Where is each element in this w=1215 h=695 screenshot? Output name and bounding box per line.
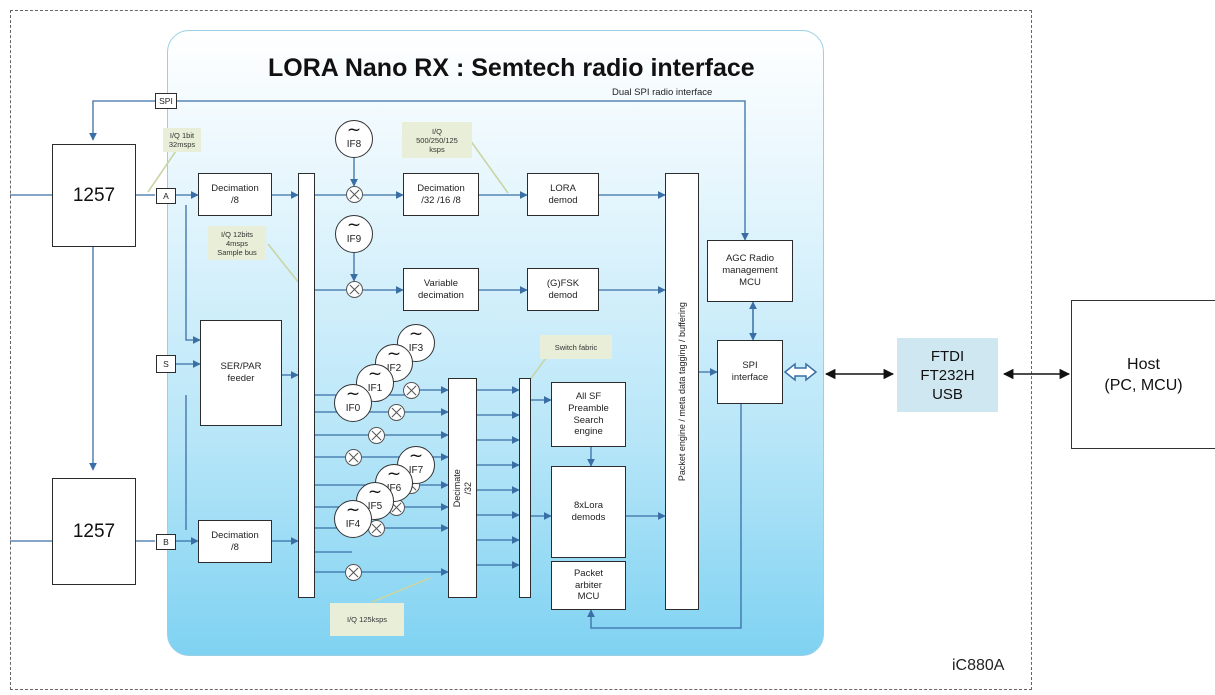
radio-1257-top: 1257 xyxy=(52,144,136,247)
note-iq-12bits: I/Q 12bits 4msps Sample bus xyxy=(208,226,266,260)
board-frame xyxy=(10,10,1032,690)
mixer-if0 xyxy=(345,449,362,466)
variable-decimation-block: Variable decimation xyxy=(403,268,479,311)
switch-fabric-bar xyxy=(519,378,531,598)
oscillator-if2: ~ IF2 xyxy=(375,344,413,382)
packet-engine-block: Packet engine / meta data tagging / buff… xyxy=(665,173,699,610)
port-a-tag: A xyxy=(156,188,176,204)
mixer-if3 xyxy=(403,382,420,399)
ftdi-title: FTDI xyxy=(930,347,965,365)
oscillator-if9: ~ IF9 xyxy=(335,215,373,253)
decimation-b-block: Decimation /8 xyxy=(198,520,272,563)
ftdi-usb: USB xyxy=(932,385,963,403)
sine-wave-icon: ~ xyxy=(408,324,424,344)
sine-wave-icon: ~ xyxy=(367,482,383,502)
decimation-32-16-8-block: Decimation /32 /16 /8 xyxy=(403,173,479,216)
page-title: LORA Nano RX : Semtech radio interface xyxy=(268,54,755,82)
gfsk-demod-block: (G)FSK demod xyxy=(527,268,599,311)
decimation-a-block: Decimation /8 xyxy=(198,173,272,216)
sine-wave-icon: ~ xyxy=(386,344,402,364)
mixer-if4 xyxy=(345,564,362,581)
oscillator-label: IF7 xyxy=(408,465,424,476)
oscillator-label: IF6 xyxy=(386,483,402,494)
note-switch-fabric: Switch fabric xyxy=(540,335,612,359)
oscillator-label: IF2 xyxy=(386,363,402,374)
lora-demod-block: LORA demod xyxy=(527,173,599,216)
port-s-tag: S xyxy=(156,355,176,373)
ser-par-feeder-block: SER/PAR feeder xyxy=(200,320,282,426)
ftdi-chip: FT232H xyxy=(920,366,975,384)
host-block: Host (PC, MCU) xyxy=(1071,300,1215,449)
sine-wave-icon: ~ xyxy=(346,215,362,235)
packet-arbiter-block: Packet arbiter MCU xyxy=(551,561,626,610)
oscillator-label: IF8 xyxy=(346,139,362,150)
note-iq-1bit: I/Q 1bit 32msps xyxy=(163,128,201,152)
ftdi-block: FTDI FT232H USB xyxy=(897,338,998,412)
mixer-if8 xyxy=(346,186,363,203)
host-title: Host xyxy=(1127,355,1160,373)
sine-wave-icon: ~ xyxy=(345,384,361,404)
oscillator-label: IF5 xyxy=(367,501,383,512)
sample-bus xyxy=(298,173,315,598)
agc-mcu-block: AGC Radio management MCU xyxy=(707,240,793,302)
oscillator-if4: ~ IF4 xyxy=(334,500,372,538)
oscillator-if8: ~ IF8 xyxy=(335,120,373,158)
spi-interface-block: SPI interface xyxy=(717,340,783,404)
note-iq-125ksps: I/Q 125ksps xyxy=(330,603,404,636)
lora-demods-block: 8xLora demods xyxy=(551,466,626,558)
oscillator-if0: ~ IF0 xyxy=(334,384,372,422)
packet-engine-label: Packet engine / meta data tagging / buff… xyxy=(676,302,687,481)
spi-port-tag: SPI xyxy=(155,93,177,109)
oscillator-label: IF4 xyxy=(345,519,361,530)
oscillator-label: IF3 xyxy=(408,343,424,354)
mixer-if9 xyxy=(346,281,363,298)
oscillator-label: IF0 xyxy=(345,403,361,414)
port-b-tag: B xyxy=(156,534,176,550)
sine-wave-icon: ~ xyxy=(346,120,362,140)
sine-wave-icon: ~ xyxy=(345,500,361,520)
decimate-32-label: Decimate /32 xyxy=(451,468,473,508)
board-label: iC880A xyxy=(952,657,1005,674)
sine-wave-icon: ~ xyxy=(386,464,402,484)
all-sf-preamble-block: All SF Preamble Search engine xyxy=(551,382,626,447)
mixer-if2 xyxy=(388,404,405,421)
sine-wave-icon: ~ xyxy=(367,364,383,384)
oscillator-label: IF9 xyxy=(346,234,362,245)
note-iq-500: I/Q 500/250/125 ksps xyxy=(402,122,472,158)
dual-spi-label: Dual SPI radio interface xyxy=(612,87,713,98)
host-subtitle: (PC, MCU) xyxy=(1104,376,1183,394)
sine-wave-icon: ~ xyxy=(408,446,424,466)
oscillator-label: IF1 xyxy=(367,383,383,394)
radio-1257-bottom: 1257 xyxy=(52,478,136,585)
decimate-32-block: Decimate /32 xyxy=(448,378,477,598)
mixer-if1 xyxy=(368,427,385,444)
oscillator-if5: ~ IF5 xyxy=(356,482,394,520)
